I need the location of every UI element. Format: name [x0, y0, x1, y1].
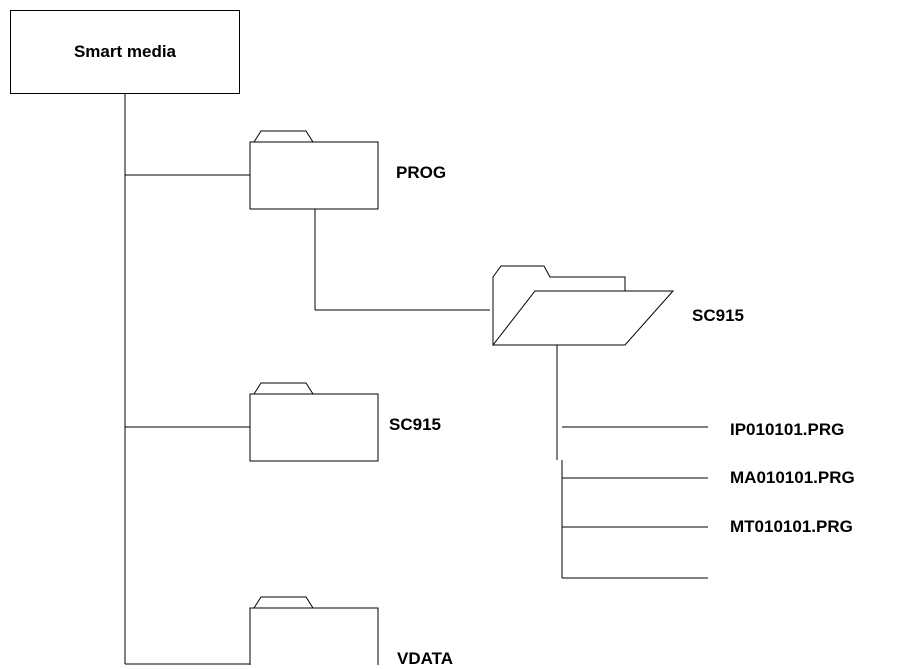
folder-closed-icon	[249, 382, 379, 462]
root-label: Smart media	[73, 42, 177, 61]
folder-open-icon	[491, 265, 675, 346]
file-label: MA010101.PRG	[730, 468, 855, 487]
folder-closed-icon	[249, 130, 379, 210]
root-node: Smart media	[10, 10, 240, 94]
folder-closed-icon	[249, 596, 379, 665]
folder-label-sc915: SC915	[389, 415, 441, 434]
folder-label-sc915-open: SC915	[692, 306, 744, 325]
folder-label-prog: PROG	[396, 163, 447, 182]
file-label: IP010101.PRG	[730, 420, 845, 439]
file-label: MT010101.PRG	[730, 517, 853, 536]
folder-label-vdata: VDATA	[397, 649, 454, 668]
